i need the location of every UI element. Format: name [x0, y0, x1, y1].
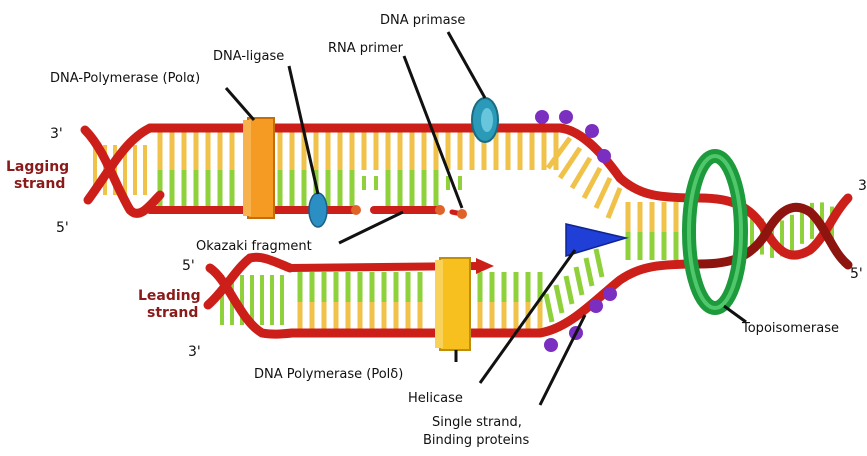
dna-ligase-label: DNA-ligase	[213, 49, 284, 64]
primer-dot	[435, 205, 445, 215]
topoisomerase-label: Topoisomerase	[741, 321, 839, 336]
primer-dot	[351, 205, 361, 215]
base-pair-rung	[608, 188, 620, 218]
dna-polymerase-delta-label: DNA Polymerase (Polδ)	[254, 367, 403, 382]
leading-3-prime: 3'	[188, 344, 201, 360]
single-strand-label-line1: Single strand,	[432, 415, 522, 430]
base-pair-rung	[556, 285, 562, 313]
lagging-5-prime: 5'	[56, 220, 69, 236]
lagging-strand-label-line1: Lagging	[6, 159, 69, 175]
ssb-protein	[559, 110, 573, 124]
dna-ligase-shape	[309, 193, 327, 227]
lagging-strand-label-line2: strand	[14, 176, 65, 192]
base-pair-rung	[546, 294, 552, 322]
ssb-protein	[544, 338, 558, 352]
topoisomerase-ring	[689, 156, 741, 308]
base-pair-rung	[576, 267, 582, 295]
base-pair-rung	[584, 168, 600, 198]
lagging-strand-backbones	[85, 128, 700, 214]
ssb-protein	[585, 124, 599, 138]
base-pair-rung	[596, 178, 610, 208]
base-pair-rung	[586, 258, 592, 286]
base-pair-rung	[596, 249, 602, 277]
ssb-protein	[589, 299, 603, 313]
leading-5-prime: 5'	[182, 258, 195, 274]
okazaki-fragment-label: Okazaki fragment	[196, 239, 312, 254]
right-3-prime: 3	[858, 178, 867, 194]
helicase-label: Helicase	[408, 391, 463, 406]
ssb-protein	[603, 287, 617, 301]
dna-polymerase-alpha-shape	[243, 118, 274, 218]
leader-lines	[226, 32, 746, 405]
base-pair-rung	[566, 276, 572, 304]
right-5-prime: 5'	[850, 266, 863, 282]
base-pair-rung	[572, 158, 590, 188]
base-pair-rung	[560, 148, 580, 178]
leading-strand-label-line2: strand	[147, 305, 198, 321]
primer-dot	[457, 209, 467, 219]
lagging-3-prime: 3'	[50, 126, 63, 142]
dna-primase-label: DNA primase	[380, 13, 465, 28]
rna-primer-label: RNA primer	[328, 41, 404, 56]
single-strand-label-line2: Binding proteins	[423, 433, 529, 448]
dna-polymerase-alpha-label: DNA-Polymerase (Polα)	[50, 71, 200, 86]
ssb-protein	[597, 149, 611, 163]
leading-strand-label-line1: Leading	[138, 288, 201, 304]
dna-polymerase-delta-shape	[435, 258, 470, 350]
dna-primase-highlight	[481, 108, 493, 132]
ssb-protein	[535, 110, 549, 124]
